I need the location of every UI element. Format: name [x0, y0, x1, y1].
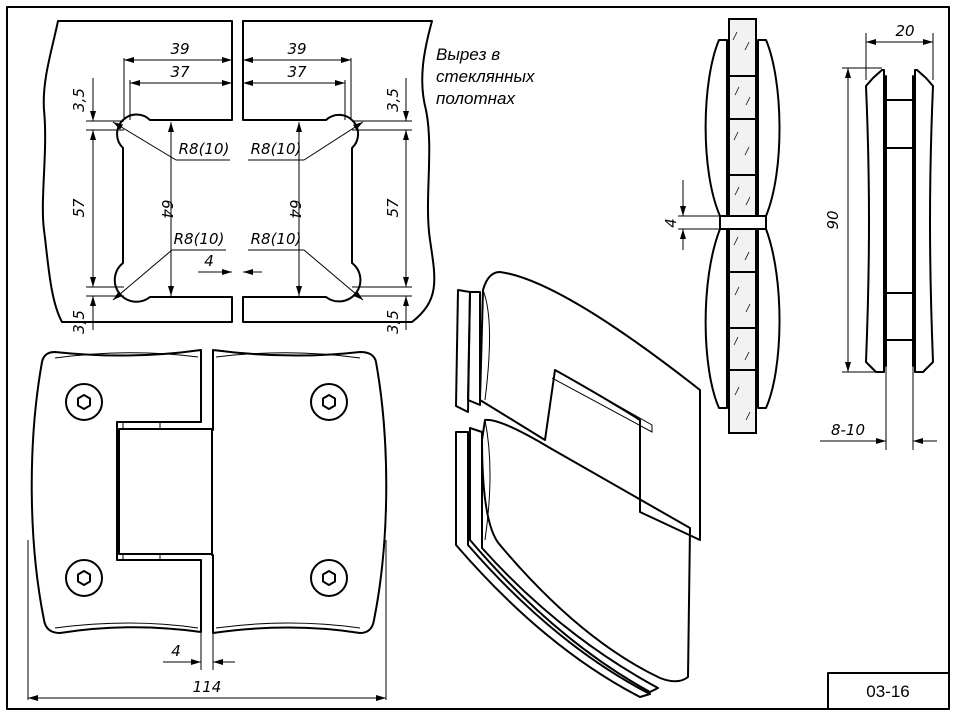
hinge-knuckle [118, 428, 213, 555]
dim-64-left: 64 [158, 199, 176, 218]
note-line-1: Вырез в [436, 45, 500, 64]
note-line-2: стеклянных [436, 67, 535, 86]
hinge-end-view: 20 90 8-10 [820, 22, 937, 450]
dim-57-left: 57 [70, 198, 88, 218]
dim-39-right: 39 [287, 40, 306, 58]
dim-37-right: 37 [287, 63, 307, 81]
dim-3-5-bottom-right: 3,5 [384, 310, 402, 334]
radius-label-top-left: R8(10) [179, 140, 230, 158]
dim-overall-width: 114 [193, 678, 222, 696]
dim-gap-front: 4 [171, 642, 181, 660]
right-hinge-leaf [211, 349, 388, 634]
dim-64-right: 64 [286, 199, 304, 218]
radius-label-bottom-right: R8(10) [251, 230, 302, 248]
screw-icon [310, 559, 348, 597]
drawing-code: 03-16 [866, 682, 909, 701]
hinge-front-view: 4 114 [27, 349, 388, 701]
drawing-frame [6, 6, 950, 710]
dim-thickness: 20 [895, 22, 914, 40]
dim-gap-cutout: 4 [204, 252, 214, 270]
glass-cutout-view: 39 37 39 37 64 64 3,5 57 3,5 3,5 57 [41, 20, 436, 334]
dim-gap-side: 4 [662, 218, 680, 228]
cutout-note: Вырез в стеклянных полотнах [436, 45, 535, 108]
hinge-side-section: 4 [662, 18, 781, 434]
screw-icon [65, 559, 103, 597]
radius-label-top-right: R8(10) [251, 140, 302, 158]
screw-icon [310, 383, 348, 421]
screw-icon [65, 383, 103, 421]
dim-57-right: 57 [384, 198, 402, 218]
dim-3-5-bottom-left: 3,5 [70, 310, 88, 334]
dim-glass-thickness: 8-10 [831, 421, 865, 439]
dim-3-5-top-left: 3,5 [70, 88, 88, 112]
dim-37-left: 37 [170, 63, 190, 81]
hinge-isometric-view [455, 271, 701, 698]
dim-height: 90 [824, 210, 842, 229]
note-line-3: полотнах [436, 89, 515, 108]
left-glass-panel [41, 20, 233, 323]
dim-39-left: 39 [170, 40, 189, 58]
radius-label-bottom-left: R8(10) [174, 230, 225, 248]
dim-3-5-top-right: 3,5 [384, 88, 402, 112]
left-hinge-leaf [30, 349, 202, 634]
title-block: 03-16 [827, 672, 950, 710]
